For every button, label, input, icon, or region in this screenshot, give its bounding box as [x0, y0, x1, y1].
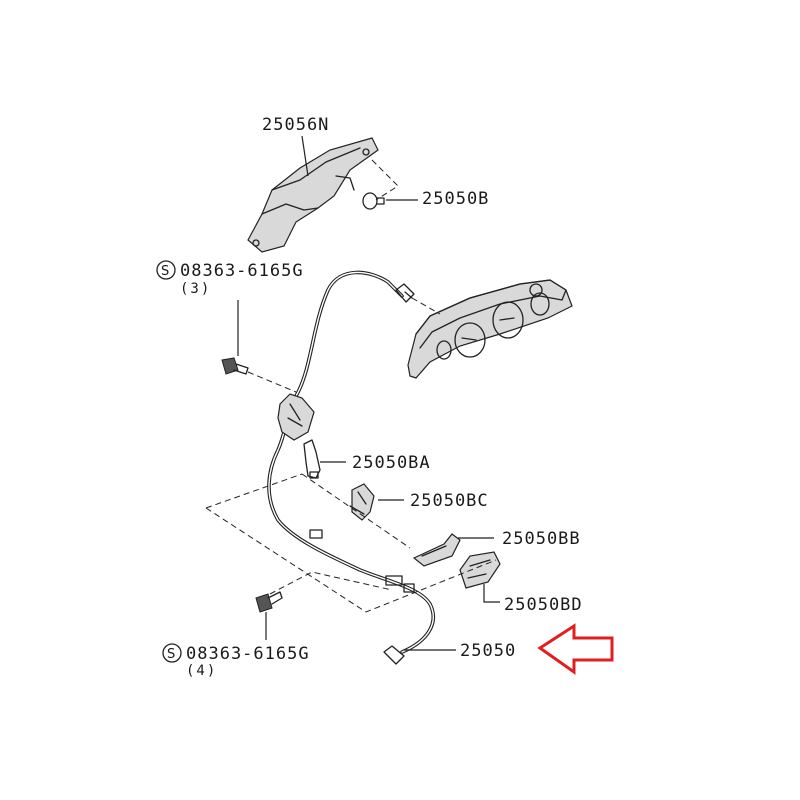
label-25050ba: 25050BA	[352, 453, 431, 473]
clip-25050b[interactable]	[362, 192, 385, 210]
clip-25050ba[interactable]	[303, 439, 321, 479]
circled-s-icon: S	[156, 260, 176, 280]
label-bolt-top-code: 08363-6165G	[180, 261, 304, 281]
label-25050bc: 25050BC	[410, 491, 489, 511]
dash-clip-to-bracket	[371, 159, 399, 201]
bolt-top[interactable]	[221, 357, 249, 375]
circled-s-icon: S	[162, 643, 182, 663]
label-25050bb: 25050BB	[502, 529, 581, 549]
s-symbol-top: S	[161, 264, 169, 279]
s-symbol-bottom: S	[167, 647, 175, 662]
left-arrow-icon	[537, 623, 614, 675]
dash-bolt-top	[247, 371, 297, 393]
label-25050bd: 25050BD	[504, 595, 583, 615]
label-25050b: 25050B	[422, 189, 489, 209]
label-bolt-bottom-code: 08363-6165G	[186, 644, 310, 664]
leader-25056n	[301, 135, 309, 177]
speedometer-cable-25050[interactable]	[267, 270, 436, 665]
cover-bracket-25056n[interactable]	[247, 137, 379, 253]
label-25050: 25050	[460, 641, 516, 661]
label-25056n: 25056N	[262, 115, 329, 135]
clip-25050bb[interactable]	[412, 533, 461, 567]
leader-25050bd	[483, 584, 500, 603]
dash-mount-plane	[205, 473, 497, 613]
clip-25050bc[interactable]	[349, 483, 375, 521]
label-bolt-top-qty: (3)	[180, 281, 211, 297]
dash-bolt-bottom	[269, 571, 393, 595]
clip-25050bd[interactable]	[459, 551, 501, 589]
dash-cable-to-meter	[411, 297, 441, 315]
combination-meter[interactable]	[407, 279, 573, 379]
label-bolt-bottom-qty: (4)	[186, 663, 217, 679]
bolt-bottom[interactable]	[255, 591, 283, 613]
